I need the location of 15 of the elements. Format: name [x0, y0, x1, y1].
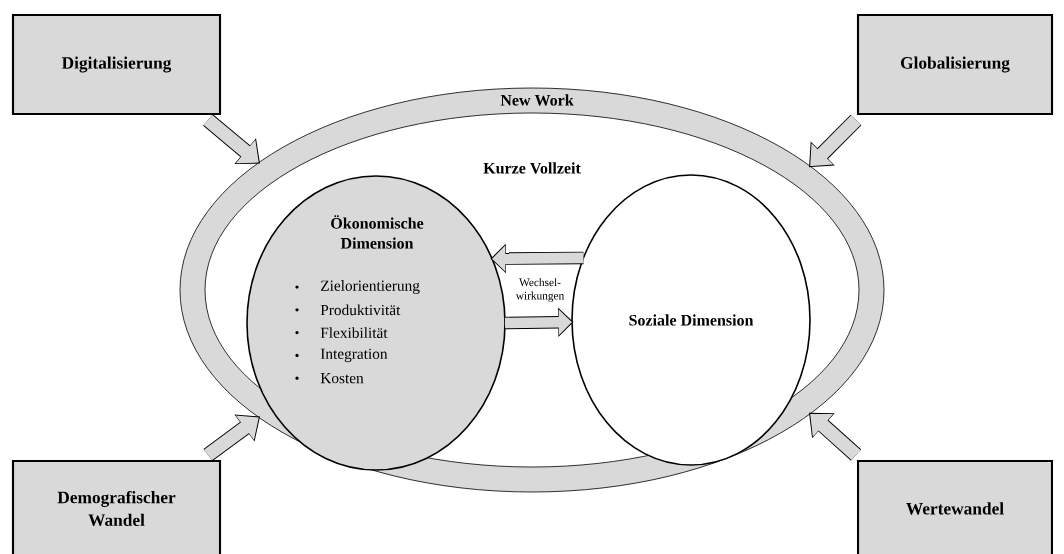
list-item: Flexibilität — [320, 327, 388, 338]
ellipse-title: Kurze Vollzeit — [483, 162, 581, 174]
circle-title: Ökonomische Dimension — [331, 215, 424, 249]
list-item: Kosten — [320, 373, 364, 384]
list-item: Produktivität — [320, 304, 401, 316]
factor-box: Wertewandel — [856, 459, 1054, 554]
annotation-text: Wechsel-wirkungen — [515, 278, 565, 302]
list-item: Integration — [320, 348, 388, 363]
block-arrow — [809, 114, 862, 168]
ellipse-title: Soziale Dimension — [629, 314, 754, 326]
factor-box: Demografischer Wandel — [11, 459, 222, 554]
factor-box: Digitalisierung — [11, 13, 222, 116]
list-item: Zielorientierung — [321, 280, 420, 294]
factor-box: Globalisierung — [856, 13, 1054, 116]
ellipse-title: New Work — [500, 94, 574, 106]
